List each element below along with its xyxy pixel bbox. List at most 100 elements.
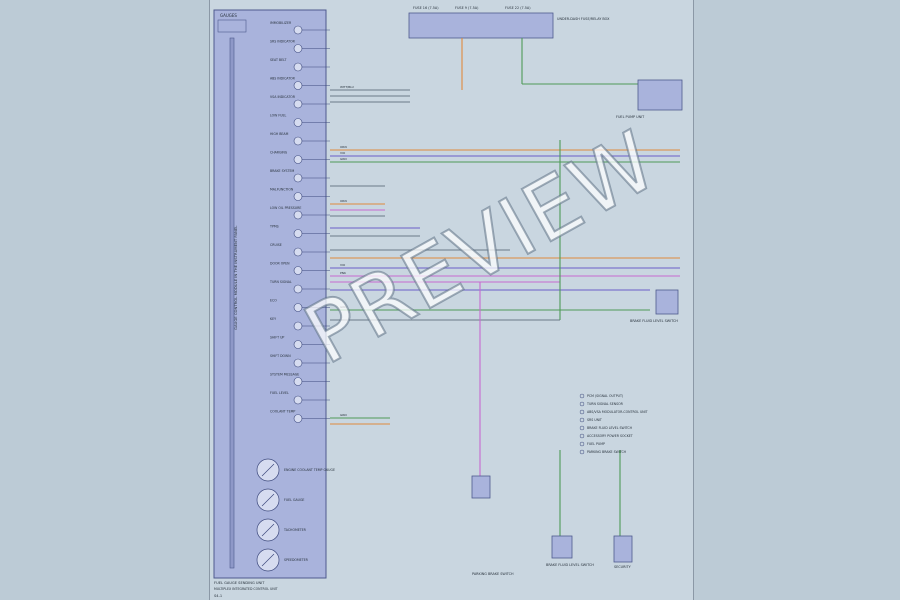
indicator-item: CRUISE [270,243,330,257]
note-item: FUEL PUMP [579,441,605,447]
brake-sensor-label: BRAKE FLUID LEVEL SWITCH [630,319,678,323]
gauge-label: ENGINE COOLANT TEMP GAUGE [284,468,335,472]
unit-inner-rail [229,37,235,569]
security-unit [613,535,633,563]
indicator-item: TPMS [269,225,330,238]
brake-sensor [655,289,679,315]
wire-label: PNK [340,271,347,275]
brake-fluid-switch [551,535,573,559]
indicator-label: VSA INDICATOR [270,95,296,99]
indicator-label: ECO [270,299,277,303]
indicator-label: BRAKE SYSTEM [270,169,295,173]
diagram-sheet: GAUGES GAUGE CONTROL MODULE IN THE INSTR… [209,0,694,600]
indicator-label: TURN SIGNAL [269,280,292,284]
indicator-item: FUEL LEVEL [270,391,330,405]
note-item: ACCESSORY POWER SOCKET [579,433,633,439]
indicator-item: TURN SIGNAL [269,280,330,294]
fuel-pump-unit [637,79,683,111]
indicator-item: SHIFT UP [270,336,330,349]
indicator-item: LOW OIL PRESSURE [270,206,330,220]
wire-label: WHT/BLU [340,85,354,89]
indicator-item: KEY [270,317,330,331]
indicator-list: IMMOBILIZER SRS INDICATOR SEAT BELT ABS IND… [269,21,330,423]
indicator-label: MALFUNCTION [270,188,294,192]
indicator-item: ABS INDICATOR [270,77,330,90]
fuse-box [408,12,554,39]
indicator-label: COOLANT TEMP [270,410,295,414]
parking-switch-label: PARKING BRAKE SWITCH [472,572,514,576]
indicator-item: VSA INDICATOR [270,95,330,109]
indicator-label: KEY [270,317,276,321]
parking-switch [471,475,491,499]
unit-top-label: GAUGES [220,13,237,18]
indicator-item: BRAKE SYSTEM [270,169,330,183]
indicator-label: SEAT BELT [270,58,286,62]
gauge-label: SPEEDOMETER [284,558,309,562]
note-item: SRS UNIT [579,417,602,423]
wiring-diagram: GAUGES GAUGE CONTROL MODULE IN THE INSTR… [213,6,683,598]
indicator-label: LOW OIL PRESSURE [270,206,301,210]
note-text: FUEL PUMP [587,442,605,446]
indicator-item: SHIFT DOWN [270,354,330,368]
page-number: S4-1 [214,594,222,598]
note-text: BRAKE FLUID LEVEL SWITCH [587,426,633,430]
indicator-label: DOOR OPEN [270,262,290,266]
indicator-label: SRS INDICATOR [270,40,296,44]
indicator-item: SYSTEM MESSAGE [270,373,330,386]
page-footer: MULTIPLEX INTEGRATED CONTROL UNIT [214,587,278,591]
note-item: PARKING BRAKE SWITCH [579,449,627,455]
indicator-label: HIGH BEAM [270,132,289,136]
wire-label: VIO [340,263,346,267]
fuse-3-label: FUSE 22 (7.5A) [505,6,531,10]
note-item: ABS/VSA MODULATOR-CONTROL UNIT [579,409,648,415]
note-text: SRS UNIT [587,418,602,422]
indicator-label: ABS INDICATOR [270,77,296,81]
indicator-item: LOW FUEL [270,114,330,127]
wire-label: GRN [340,305,347,309]
wire-label: GRN [340,413,347,417]
note-text: TURN SIGNAL SENSOR [586,402,624,406]
unit-footer: FUEL GAUGE SENDING UNIT [214,581,265,585]
wire-label: ORN [340,145,347,149]
notes-list: PCM (SIGNAL OUTPUT) TURN SIGNAL SENSOR ABS… [579,393,648,455]
indicator-label: TPMS [269,225,279,229]
indicator-item: CHARGING [270,151,330,164]
note-text: PCM (SIGNAL OUTPUT) [587,394,623,398]
indicator-label: SHIFT DOWN [270,354,291,358]
fuel-pump-label: FUEL PUMP UNIT [616,115,645,119]
gauge-item: SPEEDOMETER [256,548,309,572]
wire-label: ORN [340,199,347,203]
fuse-2-label: FUSE 9 (7.5A) [455,6,479,10]
gauge-list: ENGINE COOLANT TEMP GAUGE FUEL GAUGE TACHO… [256,458,335,572]
indicator-item: IMMOBILIZER [270,21,330,35]
note-item: PCM (SIGNAL OUTPUT) [579,393,623,399]
gauge-label: FUEL GAUGE [284,498,304,502]
indicator-label: IMMOBILIZER [270,21,292,25]
gauge-item: TACHOMETER [256,518,307,542]
brake-fluid-label: BRAKE FLUID LEVEL SWITCH [546,563,594,567]
fuse-1-label: FUSE 16 (7.5A) [413,6,439,10]
note-text: ABS/VSA MODULATOR-CONTROL UNIT [587,410,648,414]
gauge-item: FUEL GAUGE [256,488,304,512]
fuse-box-label: UNDER-DASH FUSE/RELAY BOX [557,17,610,21]
indicator-item: MALFUNCTION [270,188,330,201]
indicator-label: FUEL LEVEL [270,391,289,395]
gauge-label: TACHOMETER [283,528,307,532]
indicator-label: CHARGING [270,151,288,155]
indicator-label: SYSTEM MESSAGE [270,373,299,377]
indicator-item: HIGH BEAM [270,132,330,146]
indicator-label: SHIFT UP [270,336,284,340]
wire-label: VIO [340,151,346,155]
note-text: ACCESSORY POWER SOCKET [587,434,633,438]
indicator-item: ECO [270,299,330,312]
indicator-item: SEAT BELT [270,58,330,72]
note-text: PARKING BRAKE SWITCH [587,450,627,454]
gauge-item: ENGINE COOLANT TEMP GAUGE [256,458,335,482]
unit-top-tab [217,19,247,33]
indicator-item: DOOR OPEN [270,262,330,275]
security-label: SECURITY [614,565,632,569]
indicator-label: LOW FUEL [270,114,287,118]
indicator-item: COOLANT TEMP [270,410,330,423]
indicator-label: CRUISE [270,243,282,247]
